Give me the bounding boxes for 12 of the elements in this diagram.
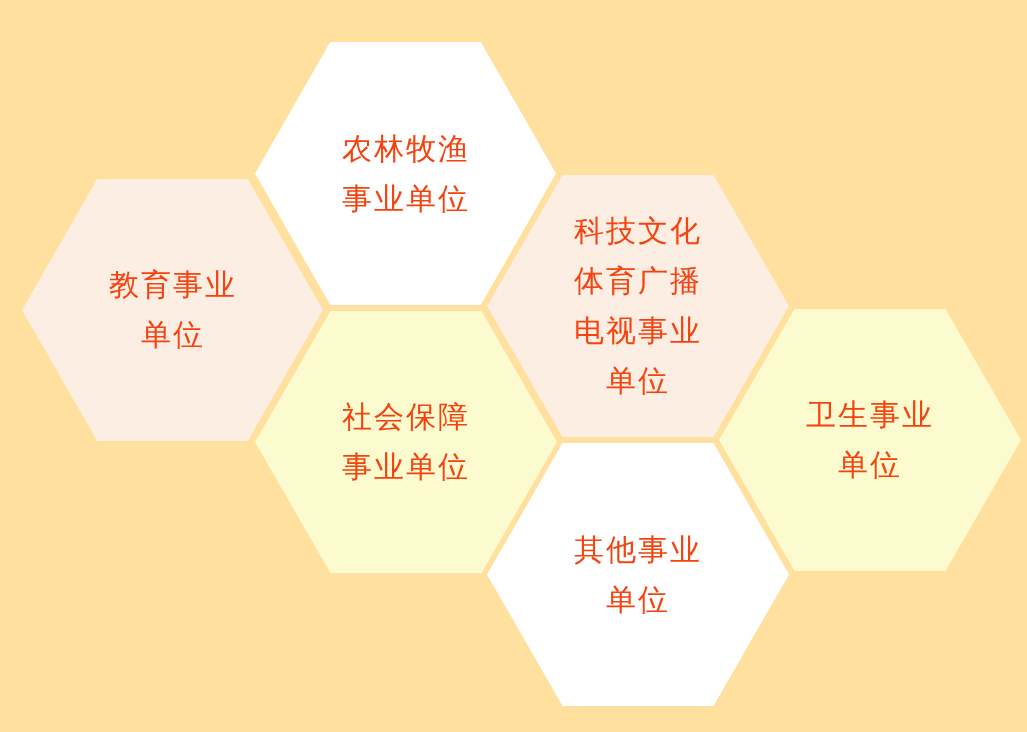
hexagon — [255, 42, 556, 305]
hexagon — [719, 309, 1021, 571]
hexagon — [487, 443, 789, 706]
node-label: 科技文化体育广播电视事业单位 — [573, 213, 703, 399]
hexagon — [255, 311, 557, 573]
hexagon — [487, 175, 789, 437]
node-label: 教育事业单位 — [107, 267, 238, 353]
node-label: 社会保障事业单位 — [341, 399, 471, 485]
node-label: 其他事业单位 — [573, 531, 703, 618]
hexagon — [22, 179, 323, 441]
node-label: 卫生事业单位 — [805, 397, 935, 483]
node-label: 农林牧渔事业单位 — [340, 130, 471, 217]
